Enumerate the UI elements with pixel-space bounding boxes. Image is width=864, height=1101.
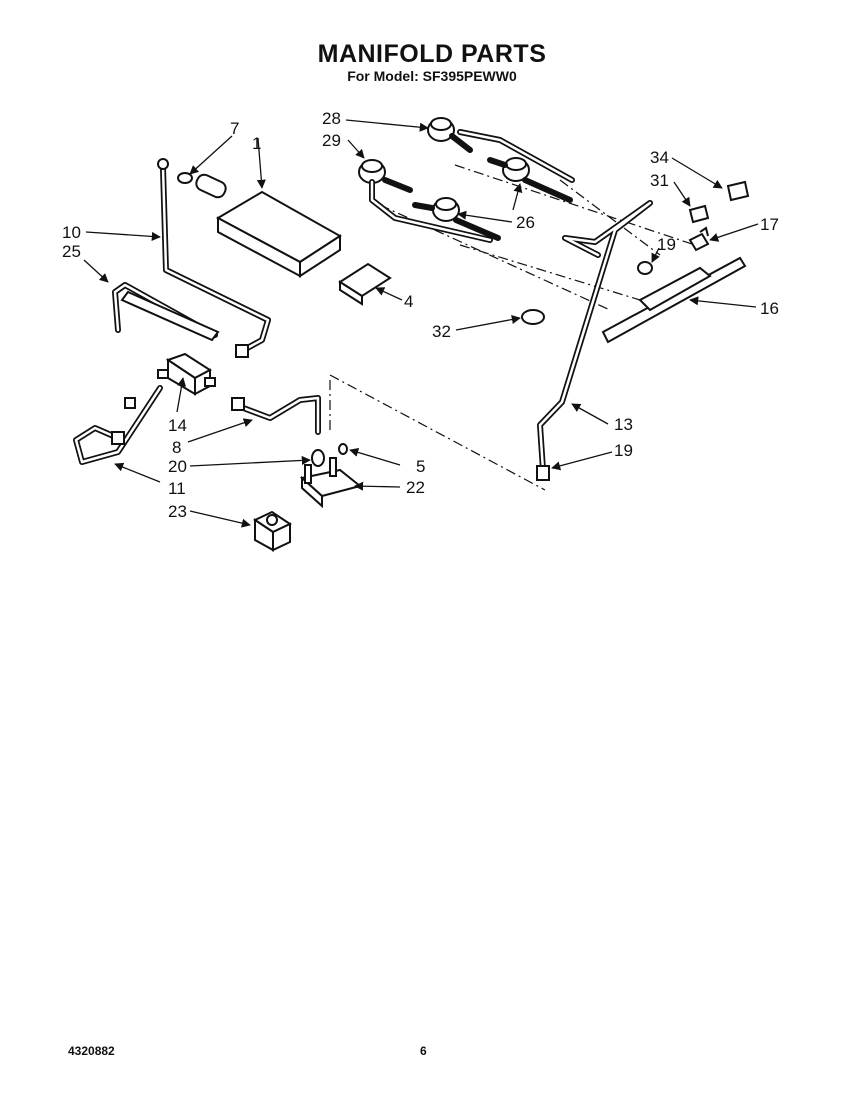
leader-lines xyxy=(83,119,759,528)
part-oven-burner-tube xyxy=(157,158,271,355)
callout-17: 17 xyxy=(760,215,779,234)
callout-32: 32 xyxy=(432,322,451,341)
part-knobs xyxy=(688,180,750,224)
callout-13: 13 xyxy=(614,415,633,434)
part-oven-burner xyxy=(195,173,342,278)
page-title: MANIFOLD PARTS xyxy=(317,40,547,68)
callout-11: 11 xyxy=(168,479,186,498)
part-valve-tube xyxy=(231,344,321,435)
callout-19-lower: 19 xyxy=(614,441,633,460)
callout-4: 4 xyxy=(404,292,413,311)
part-manifold xyxy=(601,256,747,344)
callout-28: 28 xyxy=(322,109,341,128)
part-valve-handle xyxy=(688,226,710,252)
callout-20: 20 xyxy=(168,457,187,476)
callout-8: 8 xyxy=(172,438,181,457)
part-orifice xyxy=(177,172,193,184)
callout-29: 29 xyxy=(322,131,341,150)
callout-22: 22 xyxy=(406,478,425,497)
callout-19-upper: 19 xyxy=(657,235,676,254)
document-number: 4320882 xyxy=(68,1044,115,1058)
callout-16: 16 xyxy=(760,299,779,318)
part-bracket xyxy=(338,262,392,306)
callout-23: 23 xyxy=(168,502,187,521)
part-broil-tube xyxy=(73,385,163,465)
callout-25: 25 xyxy=(62,242,81,261)
part-manifold-tube xyxy=(536,200,653,481)
callout-31: 31 xyxy=(650,171,669,190)
callout-1: 1 xyxy=(252,134,261,153)
page-number: 6 xyxy=(420,1044,427,1058)
model-subtitle: For Model: SF395PEWW0 xyxy=(347,68,517,84)
part-top-burners xyxy=(358,117,575,243)
part-grommet xyxy=(521,309,545,325)
callout-26: 26 xyxy=(516,213,535,232)
callout-10: 10 xyxy=(62,223,81,242)
part-broil-burner xyxy=(112,282,220,342)
part-safety-valve xyxy=(157,352,216,396)
callout-5: 5 xyxy=(416,457,425,476)
part-regulator-assembly xyxy=(252,443,363,552)
callout-7: 7 xyxy=(230,119,239,138)
callout-34: 34 xyxy=(650,148,669,167)
callout-14: 14 xyxy=(168,416,187,435)
